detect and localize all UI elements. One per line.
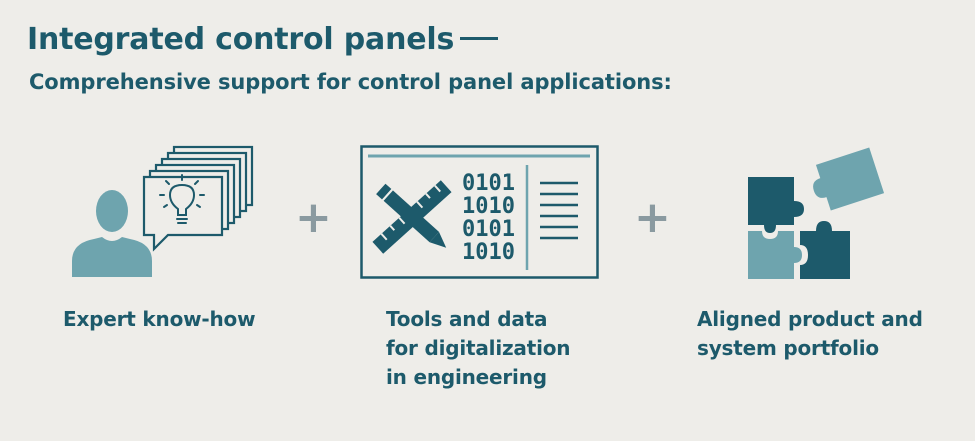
caption-line: Expert know-how (63, 307, 256, 331)
plus-sign-2: + (634, 192, 671, 243)
puzzle-pieces-icon (748, 147, 885, 279)
caption-line: in engineering (386, 365, 547, 389)
caption-expert: Expert know-how (63, 305, 256, 334)
plus-sign-1: + (295, 192, 332, 243)
caption-line: Aligned product and (697, 307, 923, 331)
expert-person-idea-icon (72, 145, 254, 277)
caption-line: for digitalization (386, 336, 571, 360)
caption-portfolio: Aligned product and system portfolio (697, 305, 923, 363)
binary-line-2: 1010 (462, 194, 515, 219)
page-title: Integrated control panels (27, 22, 499, 57)
caption-tools: Tools and data for digitalization in eng… (386, 305, 571, 392)
tools-data-window-icon: 0101 1010 0101 1010 (360, 145, 599, 279)
caption-line: system portfolio (697, 336, 879, 360)
binary-line-4: 1010 (462, 240, 515, 265)
binary-line-1: 0101 (462, 171, 515, 196)
page-subtitle: Comprehensive support for control panel … (29, 70, 672, 94)
caption-line: Tools and data (386, 307, 548, 331)
binary-line-3: 0101 (462, 217, 515, 242)
title-dash (460, 37, 499, 40)
